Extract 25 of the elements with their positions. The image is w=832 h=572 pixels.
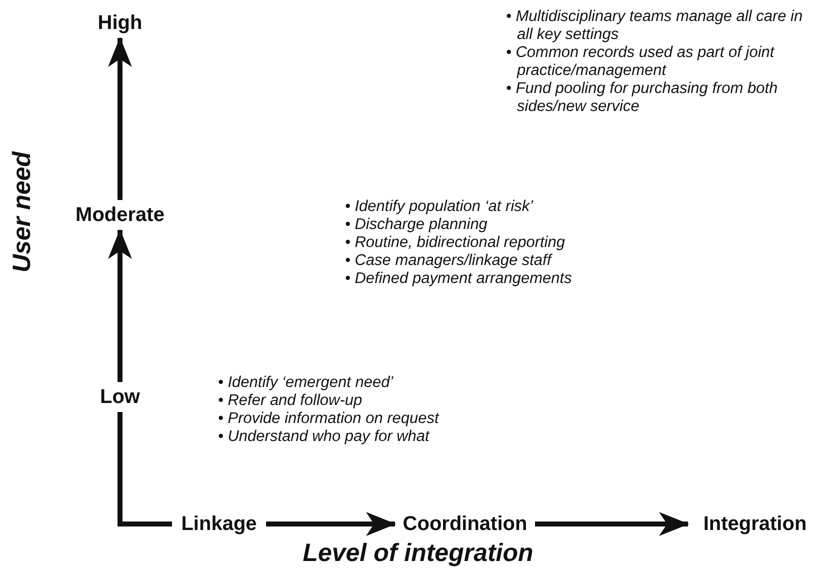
axis-level-label: Coordination <box>395 509 535 539</box>
axis-title: Level of integration <box>302 538 534 568</box>
axis-level-label: Integration <box>688 509 822 539</box>
arrow <box>108 229 132 382</box>
axis-level-label: Low <box>92 382 148 412</box>
bullet-point: • Defined payment arrangements <box>345 270 573 288</box>
axis-level-label: High <box>75 8 165 38</box>
bullet-point: • Identify ‘emergent need’ <box>218 374 394 392</box>
bullet-point: • Case managers/linkage staff <box>345 252 554 270</box>
bullet-point: • Routine, bidirectional reporting <box>345 234 566 252</box>
bullet-point: • Provide information on request <box>218 410 440 428</box>
axis-title: User need <box>7 150 37 274</box>
bullet-point: • Identify population ‘at risk’ <box>345 198 534 216</box>
bullet-point: • Common records used as part of joint practice/management <box>506 44 776 80</box>
axis-level-label: Linkage <box>172 509 266 539</box>
arrow <box>266 512 396 536</box>
bullet-point: • Refer and follow-up <box>218 392 364 410</box>
bullet-point: • Understand who pay for what <box>218 428 431 446</box>
bullet-point: • Fund pooling for purchasing from both sides/new service <box>506 80 779 116</box>
arrow <box>108 37 132 200</box>
connector-line <box>118 412 172 526</box>
bullet-point: • Discharge planning <box>345 216 488 234</box>
axis-level-label: Moderate <box>65 200 175 230</box>
bullet-point: • Multidisciplinary teams manage all care in all key settings <box>506 8 804 44</box>
arrow <box>535 512 689 536</box>
